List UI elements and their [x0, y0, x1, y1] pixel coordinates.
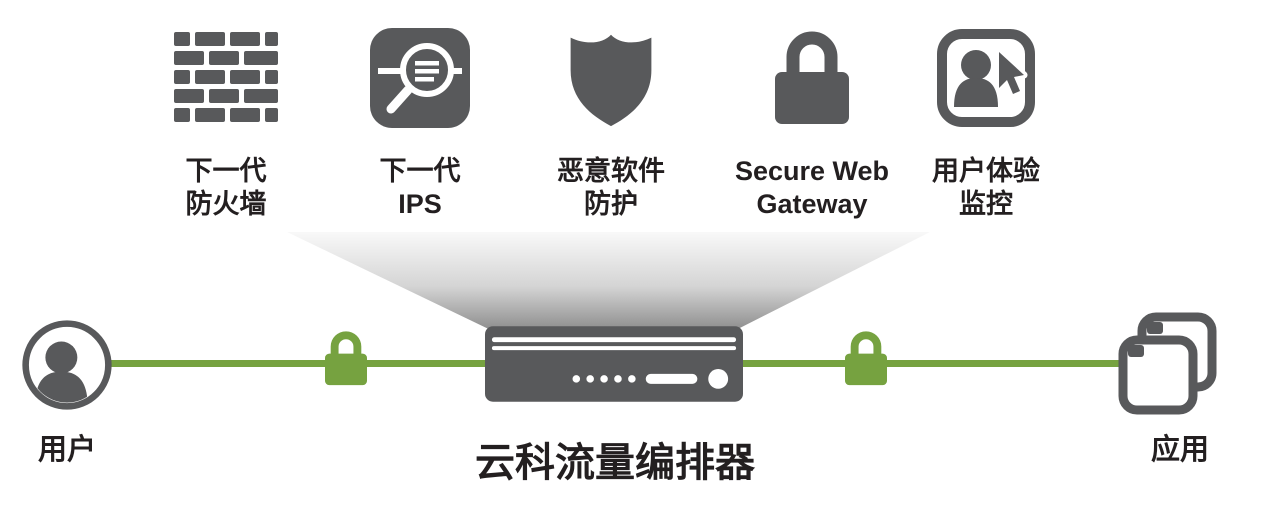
orchestrator-label: 云科流量编排器	[475, 441, 755, 485]
appliance-icon	[485, 326, 743, 407]
user-label: 用户	[37, 434, 96, 466]
stacked-windows-icon	[1118, 312, 1218, 421]
apps-label: 应用	[1150, 434, 1209, 466]
padlock-icon	[762, 28, 862, 128]
green-lock-right-icon	[838, 328, 894, 393]
ips-magnifier-icon	[370, 28, 470, 128]
service-label: 下一代 IPS	[379, 156, 461, 219]
service-malware-protection: 恶意软件 防护	[501, 28, 721, 221]
service-user-experience-monitoring: 用户体验 监控	[876, 28, 1096, 221]
green-lock-left-icon	[318, 328, 374, 393]
service-next-gen-firewall: 下一代 防火墙	[116, 28, 336, 221]
user-circle-icon	[20, 318, 114, 417]
service-label: 下一代 防火墙	[185, 156, 267, 219]
service-label: 恶意软件 防护	[557, 156, 665, 219]
service-next-gen-ips: 下一代 IPS	[310, 28, 530, 221]
funnel-shape	[287, 232, 930, 331]
service-label: Secure Web Gateway	[734, 156, 890, 219]
shield-icon	[561, 28, 661, 128]
service-label: 用户体验 监控	[932, 156, 1040, 219]
user-cursor-icon	[936, 28, 1036, 128]
service-secure-web-gateway: Secure Web Gateway	[702, 28, 922, 221]
firewall-brick-icon	[174, 28, 278, 128]
